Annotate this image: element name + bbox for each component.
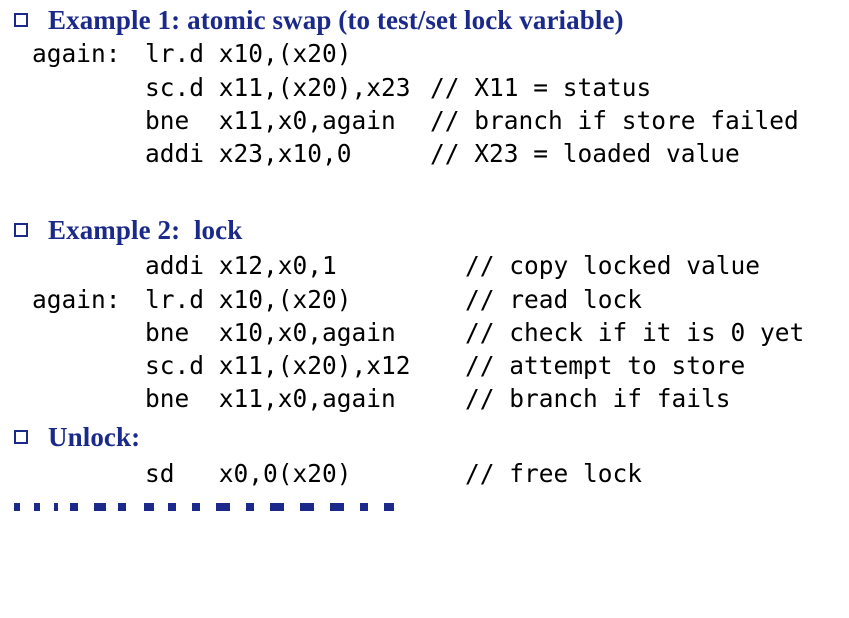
code-comment: // attempt to store [465, 351, 746, 380]
square-bullet-icon [14, 430, 28, 444]
code-line: sc.d x11,(x20),x23 // X11 = status [0, 72, 651, 104]
code-instruction: bne x11,x0,again [145, 106, 396, 135]
code-line: bne x10,x0,again // check if it is 0 yet [0, 317, 804, 349]
code-comment: // check if it is 0 yet [465, 318, 805, 347]
code-instruction: sd x0,0(x20) [145, 459, 352, 488]
code-line: bne x11,x0,again // branch if store fail… [0, 105, 799, 137]
code-instruction: sc.d x11,(x20),x12 [145, 351, 411, 380]
code-line: again: lr.d x10,(x20) [0, 38, 352, 70]
code-line: addi x23,x10,0 // X23 = loaded value [0, 138, 740, 170]
code-line: addi x12,x0,1 // copy locked value [0, 250, 760, 282]
code-comment: // branch if store failed [430, 106, 799, 135]
slide: Example 1: atomic swap (to test/set lock… [0, 3, 804, 511]
code-comment: // read lock [465, 285, 643, 314]
heading-text: Example 1: atomic swap (to test/set lock… [48, 4, 624, 35]
code-label: again: [32, 285, 121, 314]
code-line: sc.d x11,(x20),x12 // attempt to store [0, 350, 745, 382]
code-instruction: lr.d x10,(x20) [145, 39, 352, 68]
code-line: sd x0,0(x20) // free lock [0, 458, 642, 490]
section-heading-example-1: Example 1: atomic swap (to test/set lock… [14, 3, 624, 37]
square-bullet-icon [14, 223, 28, 237]
code-line: bne x11,x0,again // branch if fails [0, 383, 731, 415]
code-instruction: addi x23,x10,0 [145, 139, 352, 168]
section-heading-example-2: Example 2: lock [14, 213, 242, 247]
code-instruction: bne x10,x0,again [145, 318, 396, 347]
code-label: again: [32, 39, 121, 68]
section-heading-unlock: Unlock: [14, 420, 140, 454]
code-instruction: sc.d x11,(x20),x23 [145, 73, 411, 102]
code-comment: // copy locked value [465, 251, 761, 280]
code-instruction: bne x11,x0,again [145, 384, 396, 413]
heading-text: Example 2: lock [48, 214, 243, 245]
code-instruction: addi x12,x0,1 [145, 251, 337, 280]
code-comment: // free lock [465, 459, 643, 488]
cropped-next-heading [14, 500, 484, 511]
square-bullet-icon [14, 13, 28, 27]
code-comment: // X11 = status [430, 73, 652, 102]
heading-text: Unlock: [48, 421, 141, 452]
code-line: again: lr.d x10,(x20) // read lock [0, 284, 642, 316]
code-comment: // branch if fails [465, 384, 731, 413]
cropped-text-fragment [14, 503, 484, 511]
code-comment: // X23 = loaded value [430, 139, 740, 168]
code-instruction: lr.d x10,(x20) [145, 285, 352, 314]
